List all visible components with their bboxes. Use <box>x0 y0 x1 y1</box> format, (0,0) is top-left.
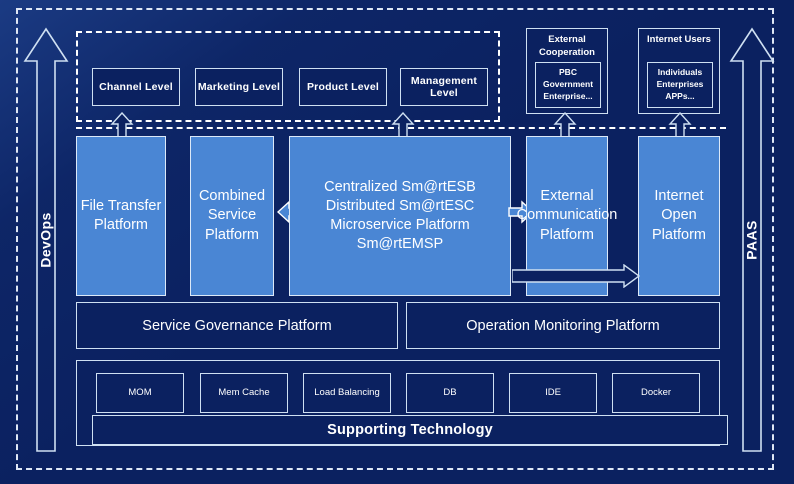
governance-box-service-governance[interactable]: Service Governance Platform <box>76 302 398 349</box>
platform-box-internet-open-label: Internet Open Platform <box>652 188 706 243</box>
external-cooperation-title: External Cooperation <box>539 34 595 58</box>
platform-box-combined-service[interactable]: Combined Service Platform <box>190 136 274 296</box>
connector-arrow-up-file-transfer <box>110 112 134 138</box>
technology-box-mom-label: MOM <box>128 386 152 398</box>
supporting-technology-banner-label: Supporting Technology <box>327 422 493 438</box>
platform-box-esb-line1: Centralized Sm@rtESB <box>324 178 476 195</box>
consumer-box-management-level-label: Management Level <box>410 75 478 99</box>
governance-box-operation-monitoring[interactable]: Operation Monitoring Platform <box>406 302 720 349</box>
devops-arrow: DevOps <box>22 25 70 455</box>
technology-box-load-balancing-label: Load Balancing <box>314 386 380 398</box>
platform-box-combined-service-label: Combined Service Platform <box>198 188 266 243</box>
outer-dashed-frame <box>16 8 774 470</box>
platform-box-file-transfer-label: File Transfer Platform <box>80 197 162 233</box>
internet-users-box[interactable]: Internet Users Individuals Enterprises A… <box>638 28 720 114</box>
connector-arrow-up-internet-open <box>668 112 692 138</box>
governance-box-operation-monitoring-label: Operation Monitoring Platform <box>466 317 660 334</box>
external-cooperation-inner-label: PBC Government Enterprise... <box>542 67 594 101</box>
consumer-box-marketing-level[interactable]: Marketing Level <box>195 68 283 106</box>
platform-box-file-transfer[interactable]: File Transfer Platform <box>76 136 166 296</box>
platform-box-esb[interactable]: Centralized Sm@rtESB Distributed Sm@rtES… <box>289 136 511 296</box>
platform-box-esb-line3: Microservice Platform Sm@rtEMSP <box>330 217 470 253</box>
governance-box-service-governance-label: Service Governance Platform <box>142 317 332 334</box>
consumer-box-product-level-label: Product Level <box>306 81 380 93</box>
connector-arrow-esb-to-internet-open <box>512 264 640 288</box>
technology-box-docker[interactable]: Docker <box>612 373 700 413</box>
consumer-box-management-level[interactable]: Management Level <box>400 68 488 106</box>
technology-box-db[interactable]: DB <box>406 373 494 413</box>
consumer-layer-group <box>76 31 500 122</box>
platform-box-esb-line2: Distributed Sm@rtESC <box>325 197 475 214</box>
technology-box-mem-cache[interactable]: Mem Cache <box>200 373 288 413</box>
platform-box-external-communication-label: External Communication Platform <box>516 188 618 243</box>
technology-box-ide-label: IDE <box>545 386 561 398</box>
consumer-box-channel-level[interactable]: Channel Level <box>92 68 180 106</box>
external-cooperation-box[interactable]: External Cooperation PBC Government Ente… <box>526 28 608 114</box>
platform-box-internet-open[interactable]: Internet Open Platform <box>638 136 720 296</box>
supporting-technology-banner[interactable]: Supporting Technology <box>92 415 728 445</box>
technology-box-mom[interactable]: MOM <box>96 373 184 413</box>
consumer-box-product-level[interactable]: Product Level <box>299 68 387 106</box>
internet-users-inner-box[interactable]: Individuals Enterprises APPs... <box>647 62 713 108</box>
consumer-box-channel-level-label: Channel Level <box>99 81 173 93</box>
technology-box-db-label: DB <box>443 386 457 398</box>
external-cooperation-inner-box[interactable]: PBC Government Enterprise... <box>535 62 601 108</box>
connector-arrow-up-external-communication <box>553 112 577 138</box>
technology-box-load-balancing[interactable]: Load Balancing <box>303 373 391 413</box>
internet-users-title: Internet Users <box>647 34 711 45</box>
technology-box-ide[interactable]: IDE <box>509 373 597 413</box>
consumer-box-marketing-level-label: Marketing Level <box>197 81 281 93</box>
connector-arrow-up-esb <box>391 112 415 138</box>
technology-box-mem-cache-label: Mem Cache <box>218 386 270 398</box>
internet-users-inner-label: Individuals Enterprises APPs... <box>656 67 704 101</box>
paas-arrow: PAAS <box>728 25 776 455</box>
technology-box-docker-label: Docker <box>640 386 672 398</box>
